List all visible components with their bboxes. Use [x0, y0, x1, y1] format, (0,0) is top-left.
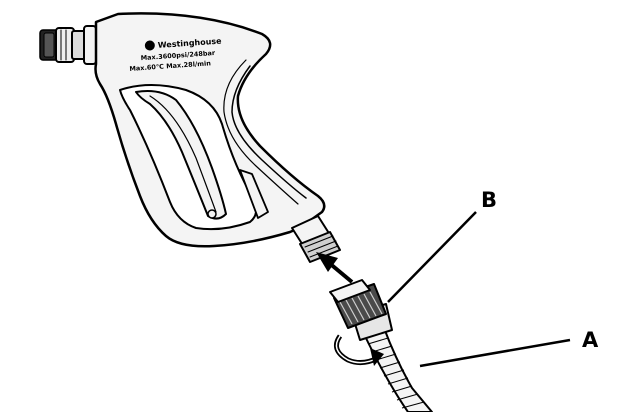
gun-outlet-fitting: [291, 215, 341, 263]
callout-label-a: A: [582, 328, 599, 352]
gun-handle-contour: [231, 65, 307, 199]
safety-latch: [239, 169, 269, 219]
rotate-clockwise-icon: [333, 334, 384, 366]
callout-line-b: [387, 211, 477, 303]
gun-inlet-connector: [39, 25, 97, 65]
brand-name: Westinghouse: [158, 36, 223, 49]
spray-gun: Westinghouse Max.3600psi/248bar Max.60°C…: [39, 12, 341, 263]
trigger-lever: [135, 90, 227, 220]
westinghouse-logo-icon: [144, 40, 155, 51]
swivel-tip: [329, 279, 371, 303]
callout-line-a: [419, 338, 571, 368]
knurling: [339, 291, 383, 325]
callout-label-b: B: [481, 188, 497, 212]
hose-assembly: [329, 279, 433, 412]
arrow-up-left-icon: [316, 252, 354, 284]
hose-ribs: [367, 337, 425, 409]
